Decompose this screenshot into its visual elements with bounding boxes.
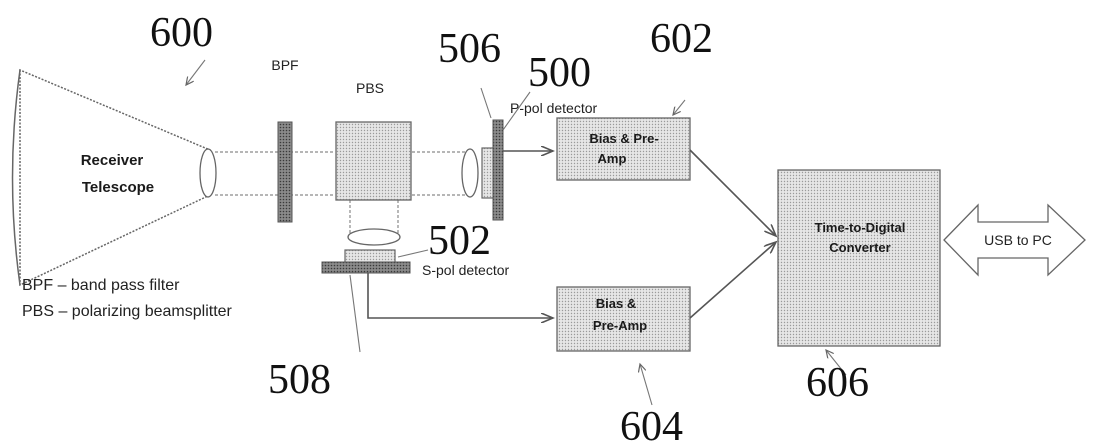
legend-bpf: BPF – band pass filter bbox=[22, 277, 180, 294]
usb-to-pc-arrow: USB to PC bbox=[943, 203, 1086, 277]
ref-506: 506 bbox=[438, 26, 501, 72]
legend-pbs: PBS – polarizing beamsplitter bbox=[22, 303, 233, 320]
time-to-digital-converter: Time-to-Digital Converter bbox=[777, 169, 941, 347]
p-lens bbox=[461, 148, 479, 198]
ref-502: 502 bbox=[428, 218, 491, 264]
s-pol-detector: S-pol detector bbox=[321, 249, 509, 278]
polarizing-beamsplitter: PBS bbox=[335, 80, 412, 201]
bottom-amp-to-tdc-arrow bbox=[689, 242, 776, 319]
leader-lines bbox=[186, 59, 847, 406]
bias-preamp-top-line1: Bias & Pre- bbox=[589, 131, 658, 146]
band-pass-filter: BPF bbox=[271, 57, 299, 223]
ref-600: 600 bbox=[150, 10, 213, 56]
s-pol-detector-label: S-pol detector bbox=[422, 262, 509, 278]
tdc-label-line2: Converter bbox=[829, 240, 890, 255]
ref-508: 508 bbox=[268, 357, 331, 403]
bias-preamp-bottom: Bias & Pre-Amp bbox=[556, 286, 691, 352]
bias-preamp-bottom-line1: Bias & bbox=[596, 296, 636, 311]
bpf-label: BPF bbox=[271, 57, 298, 73]
bias-preamp-bottom-line2: Pre-Amp bbox=[593, 318, 647, 333]
telescope-label-line1: Receiver bbox=[81, 152, 144, 169]
ref-602: 602 bbox=[650, 16, 713, 62]
ref-500: 500 bbox=[528, 50, 591, 96]
ref-604: 604 bbox=[620, 404, 683, 446]
bias-preamp-top: Bias & Pre- Amp bbox=[556, 117, 691, 181]
p-pol-detector: P-pol detector bbox=[481, 100, 597, 221]
pbs-label: PBS bbox=[356, 80, 384, 96]
ref-606: 606 bbox=[806, 360, 869, 406]
legend: BPF – band pass filter PBS – polarizing … bbox=[22, 277, 233, 320]
beam-path bbox=[215, 151, 470, 235]
usb-label: USB to PC bbox=[984, 232, 1052, 248]
s-signal-arrow bbox=[367, 273, 553, 318]
p-pol-detector-label: P-pol detector bbox=[510, 100, 597, 116]
bias-preamp-top-line2: Amp bbox=[598, 151, 627, 166]
top-amp-to-tdc-arrow bbox=[689, 149, 776, 236]
signal-lines bbox=[367, 149, 776, 319]
receiver-telescope: Receiver Telescope bbox=[11, 68, 217, 287]
tdc-label-line1: Time-to-Digital bbox=[815, 220, 906, 235]
s-lens bbox=[347, 228, 401, 246]
telescope-label-line2: Telescope bbox=[82, 179, 154, 196]
reference-numbers: 600 506 500 602 502 508 604 606 bbox=[150, 10, 869, 446]
